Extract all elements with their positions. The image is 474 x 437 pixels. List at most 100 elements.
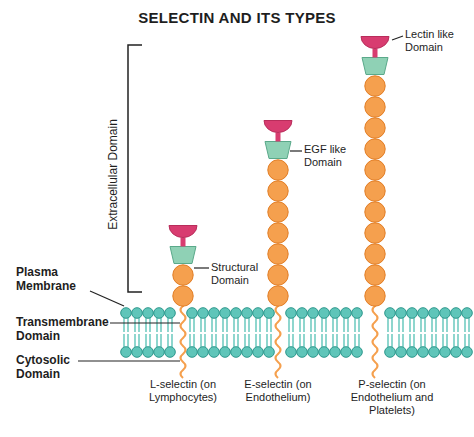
lipid-head [407, 347, 418, 358]
lipid-tail [248, 318, 249, 332]
lipid-tail [193, 318, 194, 332]
lipid-tail [211, 334, 212, 347]
lectin-domain [169, 226, 197, 238]
lipid-head [319, 347, 330, 358]
lipid-head [418, 347, 429, 358]
lipid-head [429, 347, 440, 358]
lipid-tail [387, 318, 388, 332]
structural-domain [268, 160, 288, 180]
lipid-tail [288, 318, 289, 332]
lipid-tail [189, 318, 190, 332]
egf-domain [170, 247, 196, 264]
lipid-head [451, 347, 462, 358]
lipid-head [198, 308, 209, 319]
axis-label: Extracellular Domain [107, 95, 120, 255]
lipid-tail [431, 318, 432, 332]
lipid-head [341, 347, 352, 358]
lipid-tail [354, 318, 355, 332]
part-label: Transmembrane Domain [16, 315, 112, 343]
lipid-tail [171, 334, 172, 347]
lipid-tail [347, 334, 348, 347]
lipid-tail [237, 318, 238, 332]
lipid-tail [464, 334, 465, 347]
lipid-head [154, 308, 165, 319]
lectin-stem [373, 49, 378, 58]
leader-line [110, 322, 180, 323]
egf-domain [265, 142, 291, 159]
lipid-tail [292, 334, 293, 347]
lipid-tail [244, 334, 245, 347]
lipid-tail [200, 334, 201, 347]
structural-domain [365, 202, 385, 222]
lipid-tail [123, 334, 124, 347]
lipid-tail [138, 334, 139, 347]
part-label: Cytosolic Domain [16, 353, 88, 381]
structural-domain [365, 76, 385, 96]
lipid-tail [413, 318, 414, 332]
lipid-tail [431, 334, 432, 347]
lipid-tail [167, 334, 168, 347]
lipid-tail [468, 318, 469, 332]
lipid-tail [310, 318, 311, 332]
lipid-head [297, 308, 308, 319]
structural-domain [365, 118, 385, 138]
structural-domain [365, 244, 385, 264]
lipid-head [385, 347, 396, 358]
part-label: Plasma Membrane [16, 265, 88, 293]
lipid-head [209, 308, 220, 319]
lipid-tail [402, 318, 403, 332]
lipid-head [121, 347, 132, 358]
lipid-head [143, 308, 154, 319]
transmembrane-chain [276, 300, 281, 378]
lipid-head [429, 308, 440, 319]
lipid-head [209, 347, 220, 358]
lipid-tail [123, 318, 124, 332]
lipid-tail [332, 334, 333, 347]
lipid-tail [314, 334, 315, 347]
structural-domain [365, 160, 385, 180]
lipid-head [396, 347, 407, 358]
lipid-tail [156, 334, 157, 347]
lipid-head [242, 308, 253, 319]
lipid-head [198, 347, 209, 358]
lipid-tail [303, 334, 304, 347]
structural-domain [268, 244, 288, 264]
lipid-tail [237, 334, 238, 347]
lipid-tail [160, 334, 161, 347]
lipid-head [132, 347, 143, 358]
lipid-tail [204, 318, 205, 332]
lipid-head [165, 308, 176, 319]
structural-domain [268, 286, 288, 306]
structural-domain [365, 286, 385, 306]
lipid-tail [303, 318, 304, 332]
structural-domain [365, 181, 385, 201]
lipid-tail [233, 334, 234, 347]
structural-domain [268, 181, 288, 201]
structural-domain [365, 139, 385, 159]
lipid-head [440, 308, 451, 319]
lipid-head [451, 308, 462, 319]
molecule-label: P-selectin (on Endothelium and Platelets… [340, 378, 444, 417]
leader-line [90, 291, 124, 306]
domain-label: EGF like Domain [304, 143, 366, 169]
lipid-tail [233, 318, 234, 332]
lipid-tail [255, 334, 256, 347]
lipid-tail [453, 318, 454, 332]
lipid-tail [299, 318, 300, 332]
lipid-head [396, 308, 407, 319]
lipid-tail [171, 318, 172, 332]
lipid-tail [398, 334, 399, 347]
lipid-tail [270, 334, 271, 347]
lipid-head [352, 308, 363, 319]
lipid-tail [354, 334, 355, 347]
lipid-head [440, 347, 451, 358]
lipid-tail [310, 334, 311, 347]
lipid-head [264, 347, 275, 358]
lipid-tail [149, 318, 150, 332]
lipid-tail [255, 318, 256, 332]
lectin-domain [264, 121, 292, 133]
lipid-tail [134, 318, 135, 332]
structural-domain [268, 265, 288, 285]
lipid-tail [336, 334, 337, 347]
lipid-head [220, 347, 231, 358]
